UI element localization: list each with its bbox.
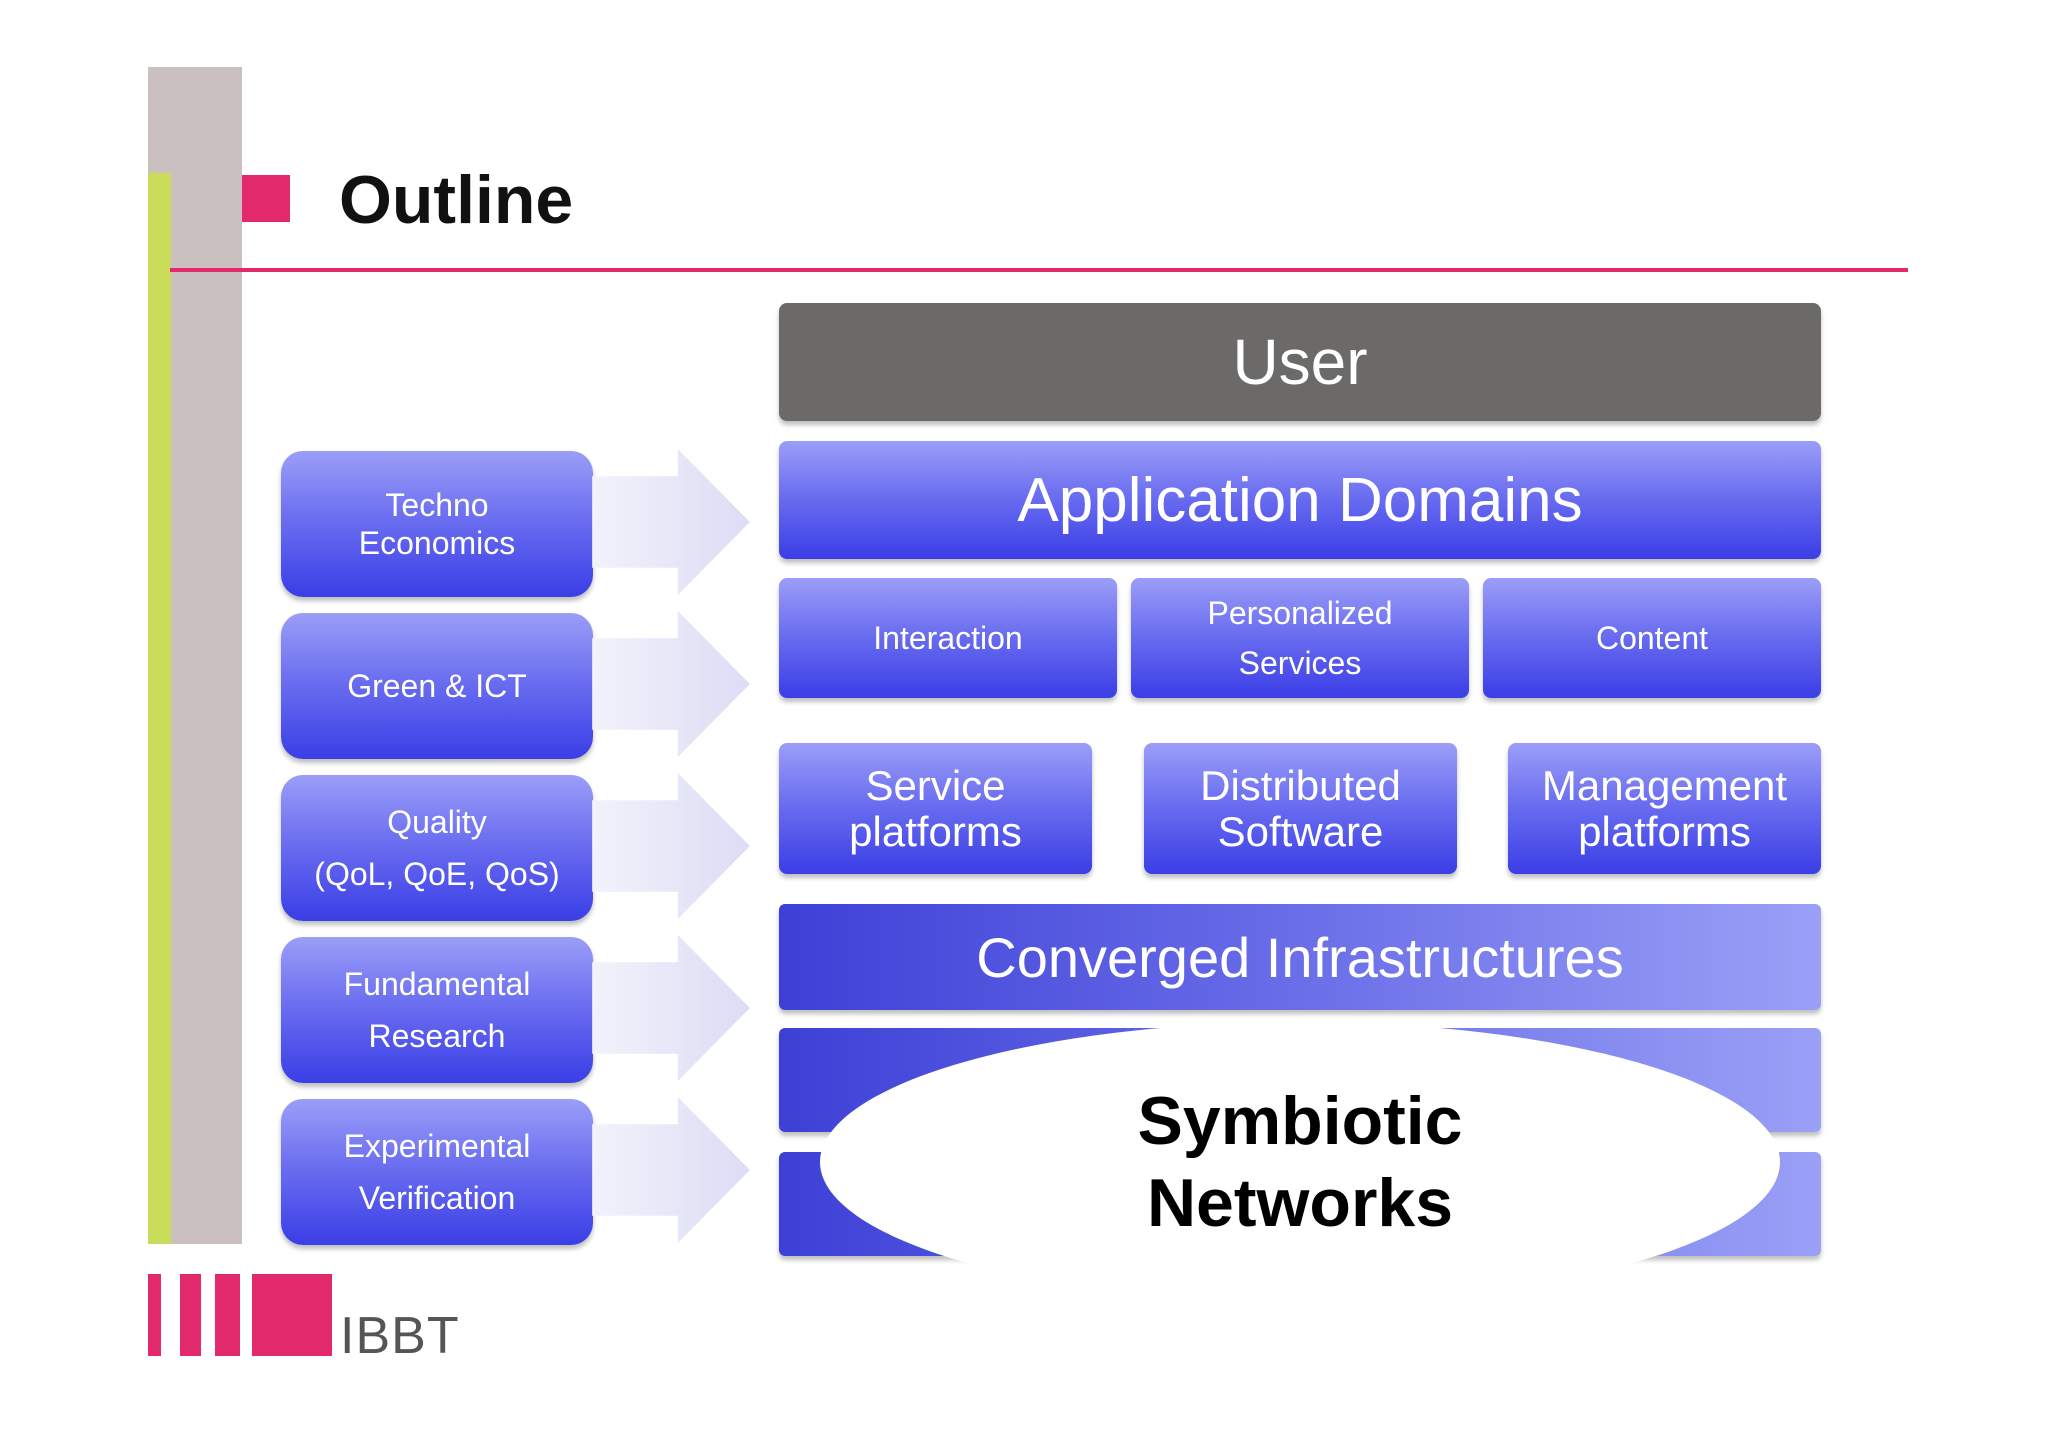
platform-distributed-software: Distributed Software [1144,743,1457,874]
platform-label-line2: platforms [1578,807,1751,855]
box-quality: Quality (QoL, QoE, QoS) [281,775,593,921]
box-label-line2: Research [368,1018,506,1054]
layer-converged-infrastructures: Converged Infrastructures [779,904,1821,1010]
box-label-line2: Economics [358,525,516,561]
box-label-line1: Experimental [343,1128,531,1164]
domain-label-line2: Services [1238,645,1362,681]
platform-label-line2: platforms [849,807,1022,855]
box-green-ict: Green & ICT [281,613,593,759]
box-label-line2: (QoL, QoE, QoS) [314,856,560,892]
domain-label-line1: Personalized [1207,595,1393,631]
box-experimental-verification: Experimental Verification [281,1099,593,1245]
platform-management: Management platforms [1508,743,1821,874]
arrow-right-icon [592,935,750,1081]
platform-label-line1: Service [865,761,1006,809]
logo-bar-1 [148,1274,161,1356]
title-bullet-square [242,175,290,222]
logo-bar-2 [180,1274,201,1356]
logo-bar-4 [252,1274,332,1356]
domain-interaction: Interaction [779,578,1117,698]
domain-label: Content [1595,620,1709,656]
layer-label: Application Domains [1017,465,1583,535]
platform-label-line2: Software [1217,807,1384,855]
box-label-line1: Quality [387,804,487,840]
slide-title: Outline [339,162,574,238]
layer-user: User [779,303,1821,421]
arrow-right-icon [592,449,750,595]
arrow-right-icon [592,611,750,757]
box-label-line1: Green & ICT [347,668,527,704]
layer-label: Converged Infrastructures [976,925,1624,989]
box-fundamental-research: Fundamental Research [281,937,593,1083]
title-divider [170,268,1908,272]
domain-label: Interaction [873,620,1023,656]
left-green-bar [148,173,171,1244]
symbiotic-networks-overlay: Symbiotic Networks [820,1022,1780,1302]
box-techno-economics: Techno Economics [281,451,593,597]
box-label-line1: Techno [385,487,489,523]
logo-text: IBBT [340,1307,460,1365]
overlay-line1: Symbiotic [1137,1083,1463,1159]
box-label-line1: Fundamental [343,966,531,1002]
domain-content: Content [1483,578,1821,698]
platform-label-line1: Distributed [1200,761,1401,809]
arrow-right-icon [592,1097,750,1243]
overlay-line2: Networks [1146,1165,1454,1241]
arrow-right-icon [592,773,750,919]
box-label-line2: Verification [358,1180,516,1216]
layer-application-domains: Application Domains [779,441,1821,559]
platform-label-line1: Management [1541,761,1788,809]
domain-personalized-services: Personalized Services [1131,578,1469,698]
logo-bar-3 [215,1274,240,1356]
platform-service: Service platforms [779,743,1092,874]
